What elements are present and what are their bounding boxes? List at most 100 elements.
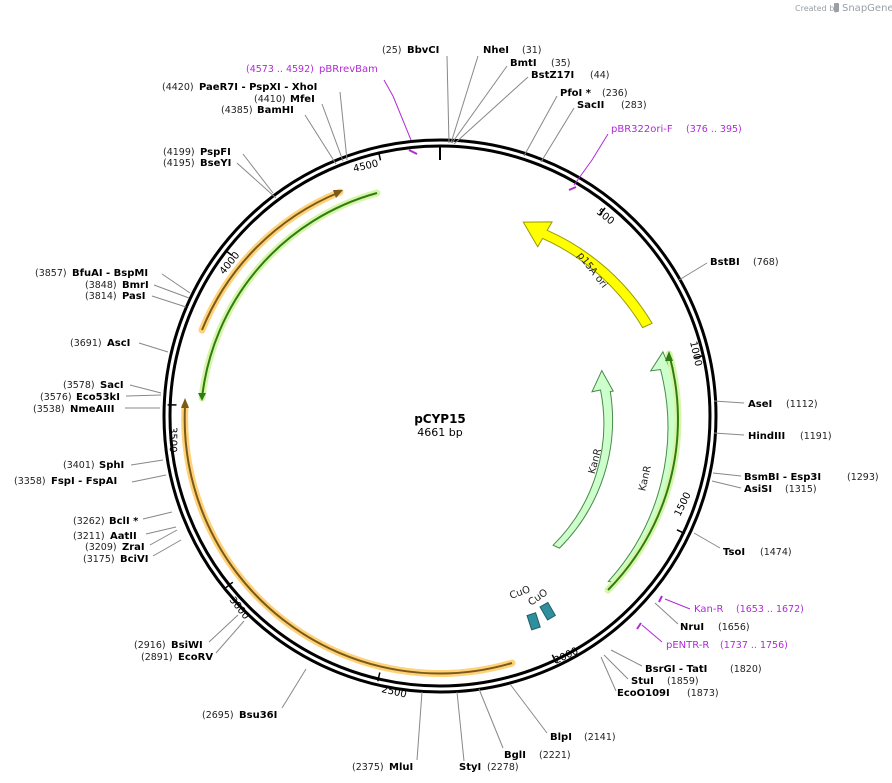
- site-ecorv[interactable]: (2891)EcoRV: [141, 620, 245, 663]
- feature-p15a-ori[interactable]: p15A ori: [522, 221, 653, 329]
- site-pos: (1112): [786, 399, 818, 410]
- site-name: BstBI: [710, 257, 740, 268]
- site-pspfi[interactable]: (4199)PspFI: [163, 147, 274, 194]
- site-pos: (4195): [163, 158, 195, 169]
- site-name: BlpI: [550, 732, 572, 743]
- site-pos: (2278): [487, 762, 519, 773]
- site-name: ZraI: [122, 542, 145, 553]
- site-pos: (35): [551, 58, 571, 69]
- site-tsoi[interactable]: TsoI(1474): [693, 532, 792, 558]
- orf-group: [181, 188, 682, 677]
- primer-mark: [568, 186, 577, 191]
- site-asisi[interactable]: AsiSI(1315): [711, 480, 817, 495]
- site-pos: (3175): [83, 554, 115, 565]
- site-mlui[interactable]: (2375)MluI(2278): [352, 691, 519, 773]
- tick-label: 2000: [553, 646, 581, 667]
- site-bsu36i[interactable]: (2695)Bsu36I: [202, 668, 307, 721]
- primer-pentr-r[interactable]: pENTR-R (1737 .. 1756): [636, 622, 788, 651]
- site-bsiwi[interactable]: (2916)BsiWI: [134, 614, 239, 651]
- primer-pbr322ori-f[interactable]: pBR322ori-F (376 .. 395): [568, 124, 742, 191]
- site-ecoo109i[interactable]: EcoO109I(1873): [600, 656, 719, 699]
- site-pos: (2375): [352, 762, 384, 773]
- kanr-inner-arrow: [552, 369, 614, 549]
- site-zrai[interactable]: (3209) ZraI: [85, 529, 178, 553]
- site-hindiii[interactable]: HindIII(1191): [713, 431, 832, 442]
- site-bcivi[interactable]: (3175)BciVI: [83, 539, 182, 565]
- site-name: NruI: [680, 622, 704, 633]
- primer-name: Kan-R: [694, 604, 723, 615]
- site-nmeaiii[interactable]: (3538)NmeAIII: [33, 404, 160, 415]
- site-pos: (1820): [730, 664, 762, 675]
- backbone-outer-strand: [162, 138, 718, 694]
- site-bmri[interactable]: (3848)BmrI: [85, 280, 190, 299]
- site-bsrgi-tati[interactable]: BsrGI - TatI(1820): [610, 649, 762, 675]
- site-bseyi[interactable]: (4195) BseYI: [163, 158, 277, 199]
- site-asei[interactable]: AseI(1112): [713, 399, 818, 410]
- site-group: (25)BbvCI NheI(31) BmtI(35) BstZ17I(44) …: [14, 45, 879, 773]
- feature-cuo-1[interactable]: CuO: [508, 584, 541, 631]
- site-pos: (3209): [85, 542, 117, 553]
- site-sacii[interactable]: SacII(283): [540, 100, 647, 163]
- site-name: TsoI: [723, 547, 745, 558]
- site-pos: (44): [590, 70, 610, 81]
- site-name: BbvCI: [407, 45, 439, 56]
- tick-mark: 1000: [687, 340, 704, 367]
- orf-arc: [198, 188, 344, 334]
- site-pos: (2221): [539, 750, 571, 761]
- site-name: AscI: [107, 338, 130, 349]
- site-pos: (4420): [162, 82, 194, 93]
- site-bgli[interactable]: BglI (2221): [478, 688, 571, 761]
- snapgene-logo-icon: [834, 3, 839, 12]
- site-pos: (2891): [141, 652, 173, 663]
- site-pos: (1315): [785, 484, 817, 495]
- site-name: HindIII: [748, 431, 785, 442]
- site-name: EcoO109I: [617, 688, 670, 699]
- site-pos: (3211): [73, 531, 105, 542]
- tick-label: 1000: [687, 340, 703, 367]
- site-bmti[interactable]: BmtI(35): [451, 58, 571, 144]
- site-bfuai-bspmi[interactable]: (3857)BfuAI - BspMI: [35, 268, 191, 294]
- site-mfei[interactable]: (4410)MfeI: [254, 94, 344, 162]
- site-sphi[interactable]: (3401)SphI: [63, 459, 164, 471]
- primer-kan-r[interactable]: Kan-R (1653 .. 1672): [658, 595, 804, 615]
- primer-range: (1737 .. 1756): [720, 640, 788, 651]
- site-eco53ki[interactable]: (3576)Eco53kI: [40, 392, 162, 403]
- feature-kanr-inner[interactable]: KanR: [552, 369, 614, 549]
- site-asci[interactable]: (3691)AscI: [70, 338, 169, 353]
- site-pos: (3401): [63, 460, 95, 471]
- site-bbvci[interactable]: (25) BbvCI: [382, 45, 450, 144]
- primer-pbrrevbam[interactable]: (4573 .. 4592) pBRrevBam: [246, 64, 418, 155]
- credit-brand: SnapGene: [842, 3, 892, 14]
- site-pos: (4410): [254, 94, 286, 105]
- credit-created-by: Created by: [795, 4, 839, 13]
- site-bstz17i[interactable]: BstZ17I(44): [453, 70, 610, 145]
- site-saci[interactable]: (3578)SacI: [63, 380, 162, 394]
- site-stui[interactable]: StuI(1859): [603, 654, 699, 687]
- site-pasi[interactable]: (3814)PasI: [85, 291, 187, 308]
- site-name: PfoI *: [560, 88, 592, 99]
- site-nrui[interactable]: NruI(1656): [654, 602, 750, 633]
- site-fspi-fspai[interactable]: (3358)FspI - FspAI: [14, 474, 167, 487]
- tick-label: 2500: [380, 684, 407, 700]
- site-aatii[interactable]: (3211)AatII: [73, 526, 177, 542]
- site-name: SacI: [100, 380, 124, 391]
- site-name: BglI: [504, 750, 526, 761]
- site-bamhi[interactable]: (4385)BamHI: [221, 105, 337, 165]
- primer-mark: [408, 149, 418, 155]
- feature-group: p15A ori KanR KanR CuO CuO: [508, 221, 678, 631]
- site-bstbi[interactable]: BstBI(768): [678, 257, 779, 281]
- tick-mark: 3500: [167, 404, 178, 452]
- site-bsmbi-esp3i[interactable]: BsmBI - Esp3I(1293): [712, 472, 879, 483]
- site-nhei[interactable]: NheI(31): [450, 45, 542, 144]
- site-blpi[interactable]: BlpI(2141): [509, 683, 616, 743]
- plasmid-name: pCYP15: [414, 412, 466, 426]
- site-paer7i-pspxi-xhoi[interactable]: (4420)PaeR7I - PspXI - XhoI: [162, 82, 348, 161]
- primer-name: pBRrevBam: [319, 64, 378, 75]
- site-pos: (4199): [163, 147, 195, 158]
- site-bcli[interactable]: (3262)BclI *: [73, 511, 173, 527]
- site-pos: (25): [382, 45, 402, 56]
- orf-arc: [604, 350, 682, 594]
- site-styi[interactable]: StyI: [456, 691, 481, 773]
- site-pfoi[interactable]: PfoI *(236): [523, 88, 628, 157]
- site-name: BseYI: [200, 158, 231, 169]
